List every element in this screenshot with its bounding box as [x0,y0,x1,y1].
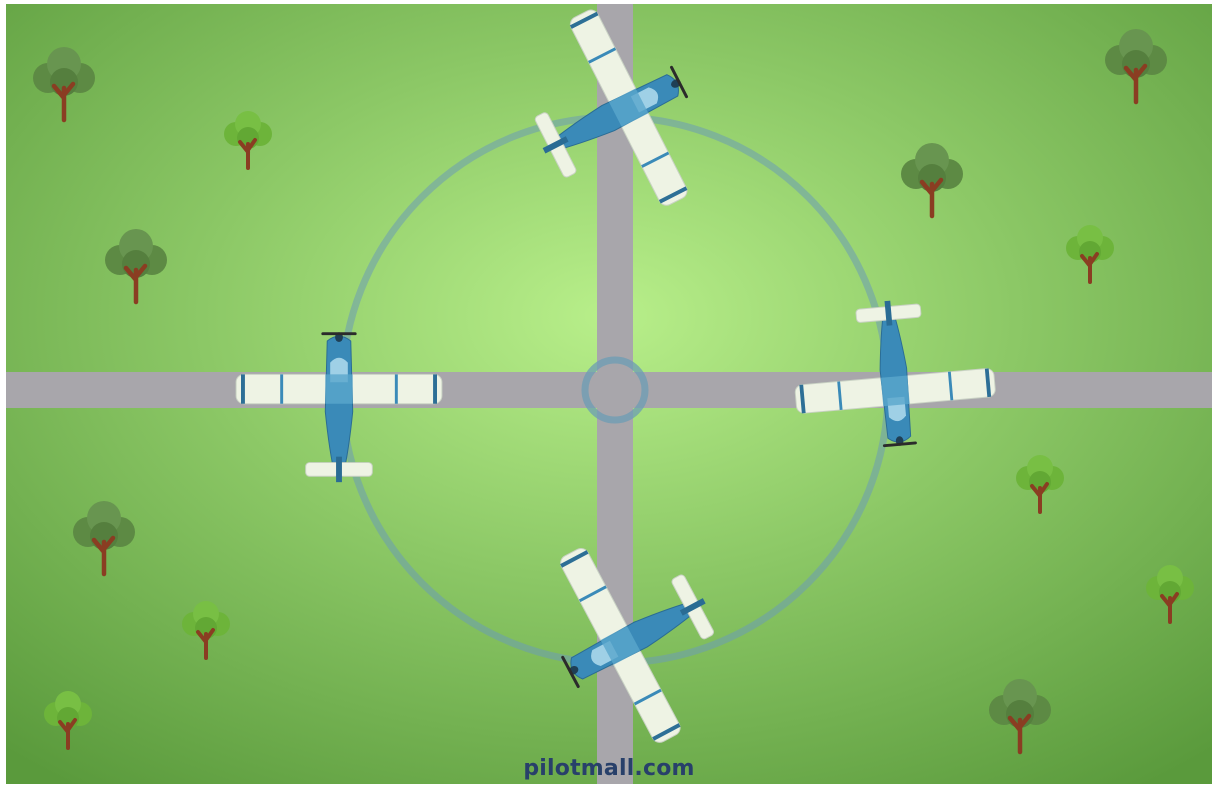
road-east-west [6,372,1212,408]
turns-around-a-point-illustration [6,4,1212,784]
scene-canvas: pilotmall.com [6,4,1212,784]
watermark-text: pilotmall.com [523,756,694,781]
